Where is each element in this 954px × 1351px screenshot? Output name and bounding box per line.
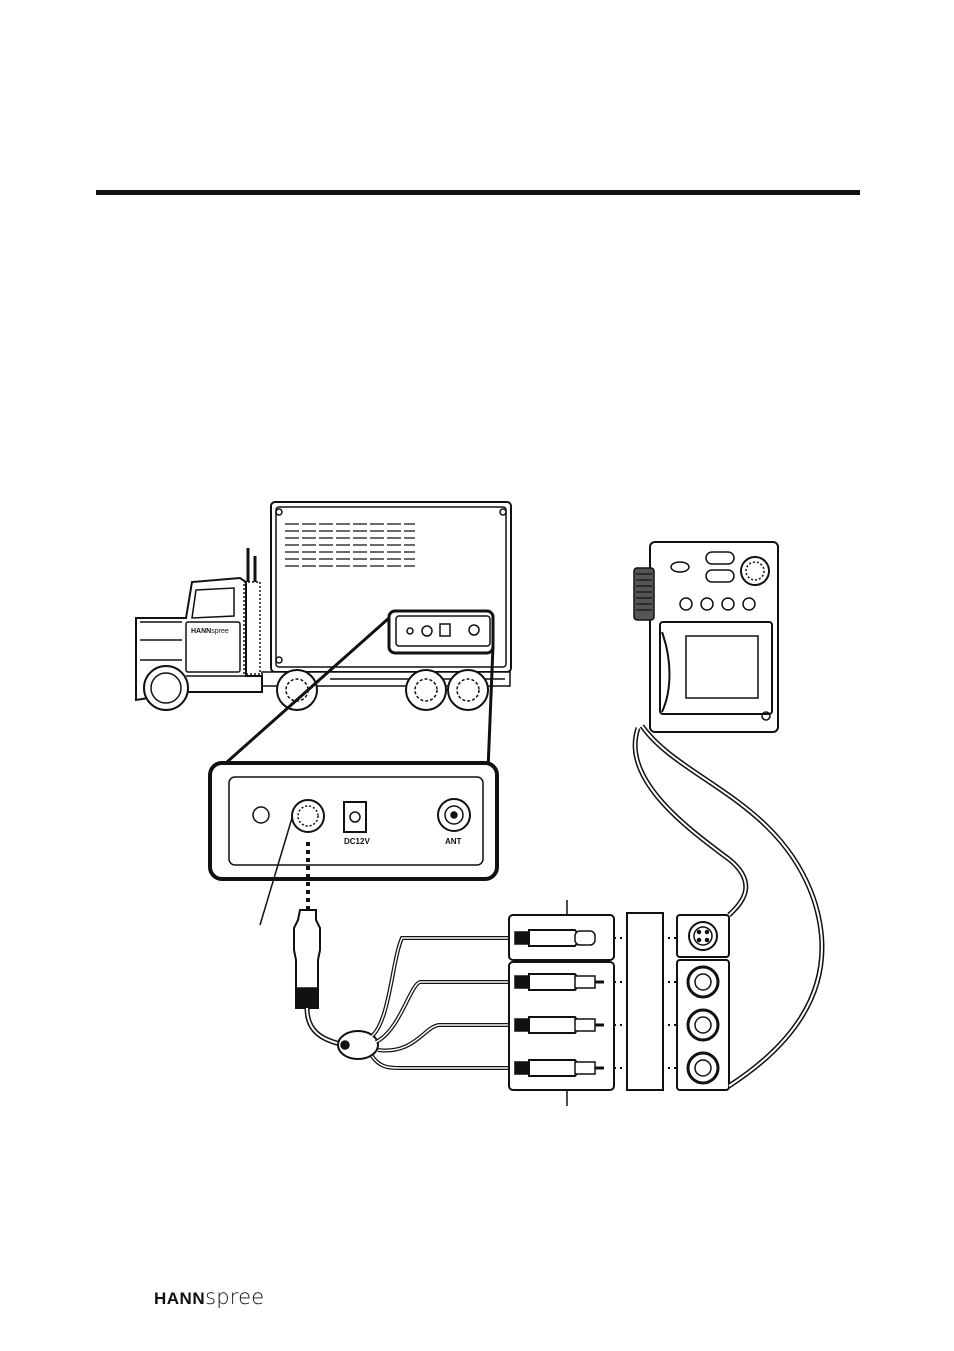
rca-plug-2 xyxy=(515,1017,604,1033)
av-cable xyxy=(294,910,515,1068)
svg-text:HANNspree: HANNspree xyxy=(191,628,229,635)
truck-brand-bold: HANN xyxy=(191,628,211,635)
rca-plug-1 xyxy=(515,974,604,990)
footer-brand-bold: HANN xyxy=(154,1289,205,1308)
jack-panel xyxy=(677,915,729,1090)
adapter-box xyxy=(627,913,663,1090)
enlarged-connector-panel: DC12V ANT xyxy=(210,763,497,879)
s-video-plug xyxy=(515,930,595,946)
footer-brand-logo: HANNspree xyxy=(154,1284,264,1310)
footer-brand-light: spree xyxy=(205,1285,264,1309)
rca-plug-3 xyxy=(515,1060,604,1076)
dc12v-label: DC12V xyxy=(344,837,370,846)
ant-label: ANT xyxy=(445,837,462,846)
truck-tv-illustration: HANNspree xyxy=(136,502,511,710)
truck-brand-light: spree xyxy=(211,628,229,635)
